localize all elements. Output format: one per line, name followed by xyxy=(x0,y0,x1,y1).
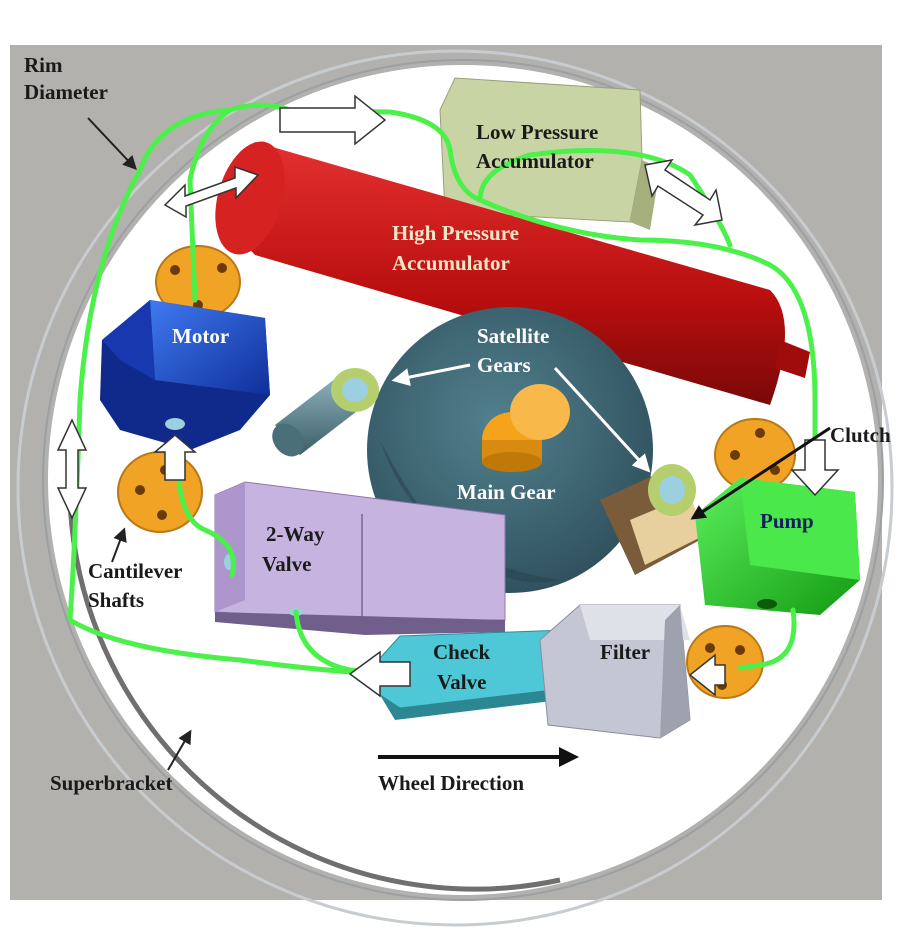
cantilever-pointer xyxy=(111,527,127,563)
top-white-strip xyxy=(0,0,900,45)
superbracket-pointer xyxy=(167,729,192,771)
high-pressure-accumulator-label: High Pressure Accumulator xyxy=(392,221,524,275)
cantilever-shafts-label: Cantilever Shafts xyxy=(88,559,187,612)
bearing-plate-top-left xyxy=(155,245,241,319)
superbracket-ring xyxy=(42,59,884,901)
superbracket-label: Superbracket xyxy=(50,771,173,795)
clutch-label: Clutch xyxy=(830,423,891,447)
two-way-valve xyxy=(214,481,506,635)
flow-arrow-motor-down xyxy=(152,434,198,481)
rim-diameter-label: Rim Diameter xyxy=(24,53,108,104)
satellite-right-pointer xyxy=(553,366,651,473)
flow-arrow-check-left xyxy=(348,650,411,698)
check-valve-label: Check Valve xyxy=(433,640,495,694)
flow-arrow-filter-left xyxy=(688,653,726,697)
superbracket-arc xyxy=(67,499,561,892)
check-valve-line-1: Check xyxy=(433,640,490,664)
lp-accumulator-line-2: Accumulator xyxy=(476,149,594,173)
two-way-valve-label: 2-Way Valve xyxy=(262,522,330,576)
flow-arrow-clutch-down xyxy=(790,439,840,497)
bottom-white-strip xyxy=(0,900,900,934)
satellite-gears-line-2: Gears xyxy=(477,353,531,377)
check-valve-line-2: Valve xyxy=(437,670,486,694)
rim-diameter-line-1: Rim xyxy=(24,53,63,77)
rim-diameter-pointer xyxy=(87,117,137,171)
check-valve xyxy=(379,629,571,720)
cantilever-shafts-line-2: Shafts xyxy=(88,588,144,612)
rim-diameter-line-2: Diameter xyxy=(24,80,108,104)
filter-label: Filter xyxy=(600,640,650,664)
satellite-gears-line-1: Satellite xyxy=(477,324,549,348)
flow-arrow-top xyxy=(279,94,387,146)
main-gear-label: Main Gear xyxy=(457,480,556,504)
low-pressure-accumulator-label: Low Pressure Accumulator xyxy=(476,120,604,173)
lp-accumulator-line-1: Low Pressure xyxy=(476,120,598,144)
motor-label: Motor xyxy=(172,324,229,348)
high-pressure-accumulator xyxy=(215,141,810,405)
pump xyxy=(695,478,860,615)
flow-arrows xyxy=(56,94,840,698)
filter xyxy=(539,604,691,739)
satellite-gear-right xyxy=(600,464,705,575)
motor xyxy=(100,300,270,450)
clutch-pointer xyxy=(690,426,831,520)
pump-label: Pump xyxy=(760,509,814,533)
wheel-direction-label: Wheel Direction xyxy=(378,771,524,795)
rim-outer-circle xyxy=(16,49,894,927)
two-way-valve-line-1: 2-Way xyxy=(266,522,325,546)
flow-arrow-lp-right xyxy=(644,158,723,227)
hp-accumulator-line-2: Accumulator xyxy=(392,251,510,275)
flow-arrow-hp-left xyxy=(163,165,260,219)
satellite-gear-left xyxy=(272,368,379,457)
satellite-left-pointer xyxy=(391,363,471,387)
bearing-plate-right xyxy=(714,418,796,492)
hp-accumulator-line-1: High Pressure xyxy=(392,221,519,245)
main-gear-hub xyxy=(482,384,570,472)
flow-arrow-left-vertical xyxy=(56,418,88,520)
cantilever-shafts-line-1: Cantilever xyxy=(88,559,182,583)
bearing-plate-bottom-right xyxy=(686,625,764,699)
satellite-gears-label: Satellite Gears xyxy=(477,324,555,377)
pointer-arrows xyxy=(87,117,831,771)
two-way-valve-line-2: Valve xyxy=(262,552,311,576)
